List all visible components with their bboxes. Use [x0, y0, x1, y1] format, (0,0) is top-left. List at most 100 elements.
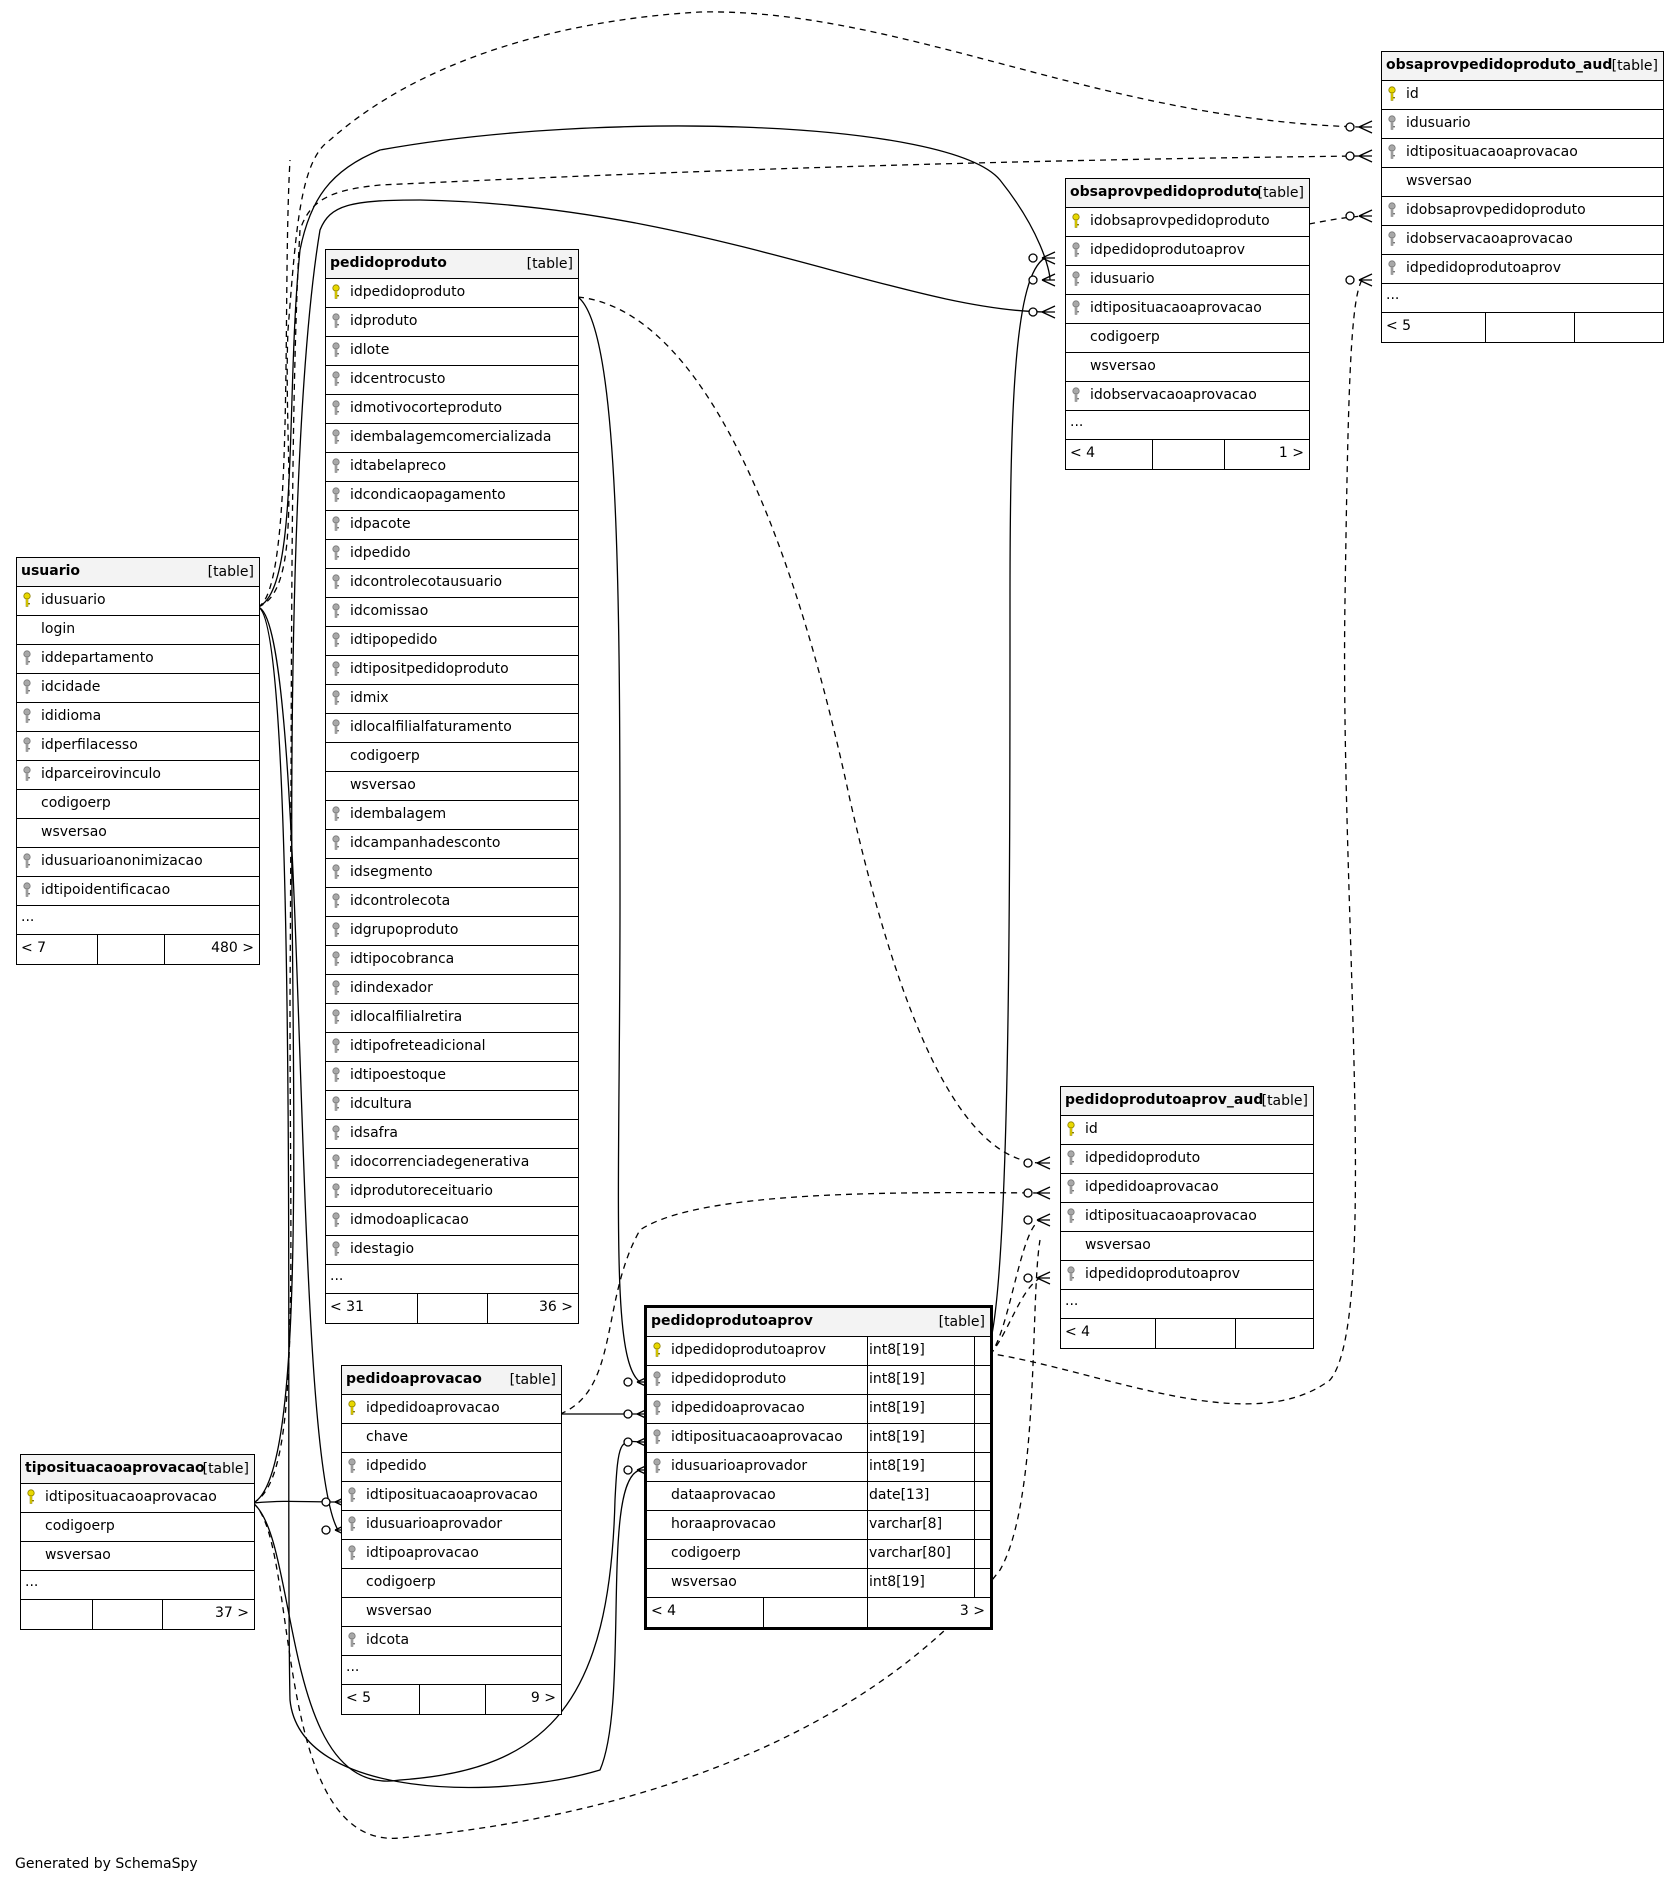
child-count[interactable]: 3 >	[959, 1603, 985, 1619]
column-row[interactable]: idembalagem	[326, 801, 578, 830]
child-count[interactable]: 480 >	[211, 940, 254, 956]
column-row[interactable]: idproduto	[326, 308, 578, 337]
column-row[interactable]: idtiposituacaoaprovacao	[21, 1484, 254, 1513]
column-row[interactable]: idmodoaplicacao	[326, 1207, 578, 1236]
table-name[interactable]: tiposituacaoaprovacao	[25, 1460, 205, 1476]
column-row[interactable]: login	[17, 616, 259, 645]
column-row[interactable]: idcondicaopagamento	[326, 482, 578, 511]
parent-count[interactable]: < 4	[651, 1603, 677, 1619]
column-row[interactable]: idpedidoprodutoaprov	[1066, 237, 1309, 266]
column-row[interactable]: chave	[342, 1424, 561, 1453]
parent-count[interactable]: < 5	[1386, 318, 1412, 334]
column-row[interactable]: idcontrolecotausuario	[326, 569, 578, 598]
column-row[interactable]: idtipositpedidoproduto	[326, 656, 578, 685]
column-row[interactable]: idtiposituacaoaprovacao	[1066, 295, 1309, 324]
column-row[interactable]: idpedidoprodutoaprov	[1061, 1261, 1313, 1290]
parent-count[interactable]: < 4	[1070, 445, 1096, 461]
column-row[interactable]: idusuario	[1382, 110, 1663, 139]
column-row[interactable]: idobsaprovpedidoproduto	[1382, 197, 1663, 226]
column-row[interactable]: idusuarioaprovador	[342, 1511, 561, 1540]
child-count[interactable]: 9 >	[530, 1690, 556, 1706]
more-columns-row[interactable]: ...	[1066, 411, 1309, 440]
column-row[interactable]: idembalagemcomercializada	[326, 424, 578, 453]
column-row[interactable]: idgrupoproduto	[326, 917, 578, 946]
column-row[interactable]: wsversao	[1061, 1232, 1313, 1261]
column-row[interactable]: idusuario	[1066, 266, 1309, 295]
column-row[interactable]: idcampanhadesconto	[326, 830, 578, 859]
table-name[interactable]: pedidoaprovacao	[346, 1371, 482, 1387]
table-tiposituacaoaprovacao[interactable]: tiposituacaoaprovacao[table]idtiposituac…	[20, 1454, 255, 1630]
column-row[interactable]: idestagio	[326, 1236, 578, 1265]
parent-count[interactable]: < 5	[346, 1690, 372, 1706]
table-name[interactable]: usuario	[21, 563, 81, 579]
child-count[interactable]: 37 >	[215, 1605, 249, 1621]
column-row[interactable]: idtiposituacaoaprovacao	[1061, 1203, 1313, 1232]
more-columns-row[interactable]: ...	[17, 906, 259, 935]
column-row[interactable]: idpedidoaprovacao	[1061, 1174, 1313, 1203]
table-obsaprovpedidoproduto[interactable]: obsaprovpedidoproduto[table]idobsaprovpe…	[1065, 178, 1310, 470]
column-row[interactable]: wsversao	[21, 1542, 254, 1571]
column-row[interactable]: idcentrocusto	[326, 366, 578, 395]
table-name[interactable]: obsaprovpedidoproduto_aud	[1386, 57, 1613, 73]
column-row[interactable]: idocorrenciadegenerativa	[326, 1149, 578, 1178]
column-row[interactable]: wsversao	[17, 819, 259, 848]
column-row[interactable]: idlote	[326, 337, 578, 366]
column-row[interactable]: idcidade	[17, 674, 259, 703]
column-row[interactable]: idusuario	[17, 587, 259, 616]
column-row[interactable]: id	[1061, 1116, 1313, 1145]
column-row[interactable]: codigoerp	[17, 790, 259, 819]
column-row[interactable]: wsversao	[342, 1598, 561, 1627]
column-row[interactable]: idlocalfilialfaturamento	[326, 714, 578, 743]
column-row[interactable]: idmotivocorteproduto	[326, 395, 578, 424]
column-row[interactable]: idindexador	[326, 975, 578, 1004]
column-row[interactable]: idpedidoproduto	[326, 279, 578, 308]
column-row[interactable]: idtiposituacaoaprovacao	[1382, 139, 1663, 168]
column-row[interactable]: idpedidoaprovacao	[342, 1395, 561, 1424]
more-columns-row[interactable]: ...	[342, 1656, 561, 1685]
column-row[interactable]: idsafra	[326, 1120, 578, 1149]
column-row[interactable]: idtiposituacaoaprovacao	[342, 1482, 561, 1511]
column-row[interactable]: idtipoaprovacao	[342, 1540, 561, 1569]
table-name[interactable]: pedidoproduto	[330, 255, 447, 271]
column-row[interactable]: idcomissao	[326, 598, 578, 627]
column-row[interactable]: idtabelapreco	[326, 453, 578, 482]
column-row[interactable]: idtipocobranca	[326, 946, 578, 975]
column-row[interactable]: idlocalfilialretira	[326, 1004, 578, 1033]
column-row[interactable]: idusuarioanonimizacao	[17, 848, 259, 877]
child-count[interactable]: 1 >	[1278, 445, 1304, 461]
column-row[interactable]: idtipopedido	[326, 627, 578, 656]
more-columns-row[interactable]: ...	[1061, 1290, 1313, 1319]
column-row[interactable]: codigoerp	[1066, 324, 1309, 353]
more-columns-row[interactable]: ...	[1382, 284, 1663, 313]
column-row[interactable]: wsversao	[326, 772, 578, 801]
column-row[interactable]: idcultura	[326, 1091, 578, 1120]
more-columns-row[interactable]: ...	[21, 1571, 254, 1600]
column-row[interactable]: idtipoestoque	[326, 1062, 578, 1091]
parent-count[interactable]: < 4	[1065, 1324, 1091, 1340]
column-row[interactable]: idsegmento	[326, 859, 578, 888]
column-row[interactable]: idcota	[342, 1627, 561, 1656]
column-row[interactable]: idpedidoprodutoaprov	[1382, 255, 1663, 284]
column-row[interactable]: codigoerp	[342, 1569, 561, 1598]
column-row[interactable]: idparceirovinculo	[17, 761, 259, 790]
child-count[interactable]: 36 >	[539, 1299, 573, 1315]
column-row[interactable]: idpedido	[342, 1453, 561, 1482]
column-row[interactable]: idpedidoproduto	[1061, 1145, 1313, 1174]
table-name[interactable]: pedidoprodutoaprov	[651, 1313, 813, 1329]
parent-count[interactable]: < 31	[330, 1299, 364, 1315]
table-name[interactable]: obsaprovpedidoproduto	[1070, 184, 1260, 200]
column-row[interactable]: idpacote	[326, 511, 578, 540]
column-row[interactable]: iddepartamento	[17, 645, 259, 674]
column-row[interactable]: idmix	[326, 685, 578, 714]
column-row[interactable]: idobservacaoaprovacao	[1382, 226, 1663, 255]
